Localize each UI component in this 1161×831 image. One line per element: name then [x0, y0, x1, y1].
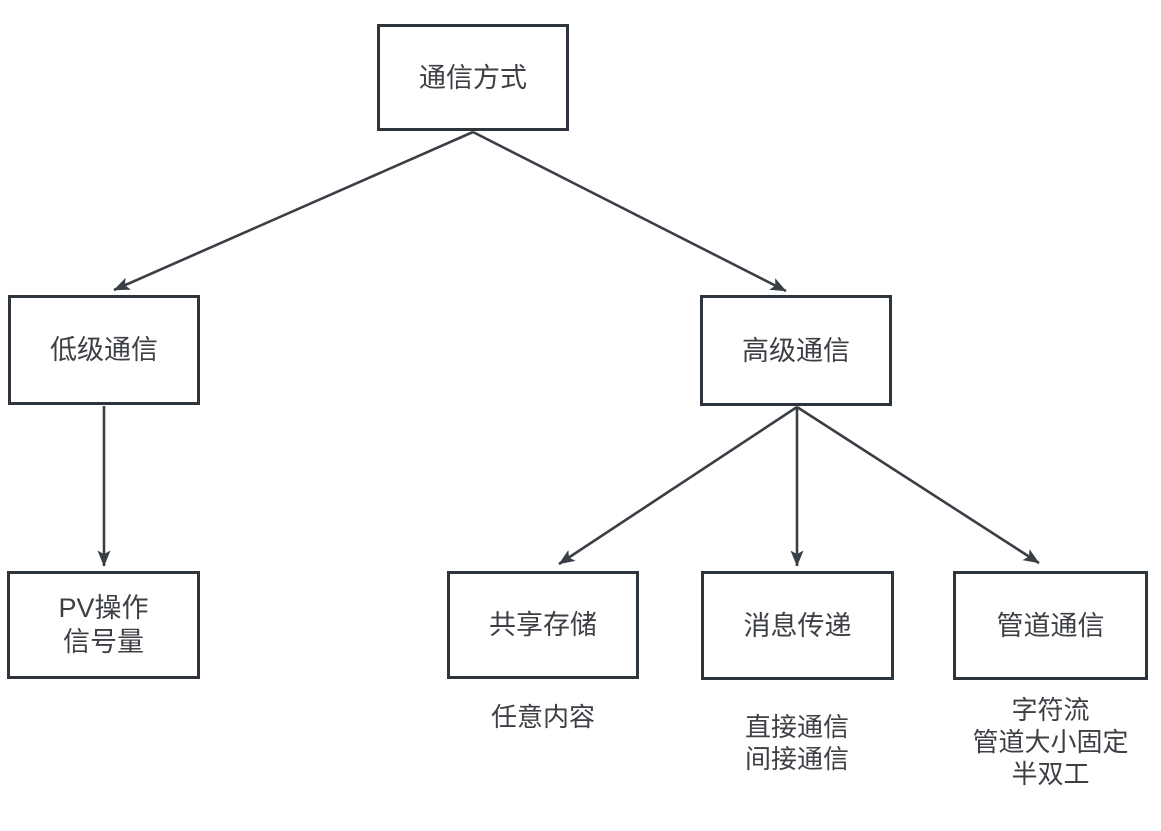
- node-pv-operation-label-line2: 信号量: [63, 627, 144, 657]
- node-low-level-communication: 低级通信: [8, 295, 200, 405]
- caption-message-passing-line1: 直接通信: [744, 712, 849, 742]
- node-shared-memory: 共享存储: [447, 571, 639, 679]
- node-high-level-communication: 高级通信: [700, 295, 892, 406]
- edge-root-to-high-level: [472, 130, 787, 293]
- node-high-level-communication-label: 高级通信: [742, 335, 850, 366]
- node-message-passing: 消息传递: [701, 571, 894, 680]
- caption-pipe-communication-line3: 半双工: [1011, 759, 1090, 789]
- caption-pipe-communication-line2: 管道大小固定: [972, 727, 1129, 757]
- caption-pipe-communication: 字符流 管道大小固定 半双工: [938, 694, 1161, 790]
- caption-message-passing: 直接通信 间接通信: [697, 711, 897, 775]
- node-pipe-communication-label: 管道通信: [996, 610, 1105, 641]
- caption-message-passing-line2: 间接通信: [744, 744, 849, 774]
- node-shared-memory-label: 共享存储: [489, 610, 597, 640]
- node-communication-methods-label: 通信方式: [419, 62, 527, 93]
- edge-high-level-to-shared-memory: [558, 405, 798, 566]
- edge-high-level-to-pipe: [796, 405, 1040, 565]
- edge-root-to-low-level: [113, 130, 474, 292]
- node-low-level-communication-label: 低级通信: [50, 335, 158, 365]
- node-message-passing-label: 消息传递: [743, 610, 852, 641]
- node-pv-operation-label-line1: PV操作: [58, 593, 149, 623]
- node-communication-methods: 通信方式: [377, 24, 569, 131]
- caption-shared-memory-line1: 任意内容: [490, 702, 595, 732]
- node-pipe-communication: 管道通信: [953, 571, 1148, 680]
- caption-shared-memory: 任意内容: [443, 701, 643, 733]
- caption-pipe-communication-line1: 字符流: [1011, 695, 1090, 725]
- node-pv-operation-semaphore: PV操作 信号量: [7, 571, 200, 679]
